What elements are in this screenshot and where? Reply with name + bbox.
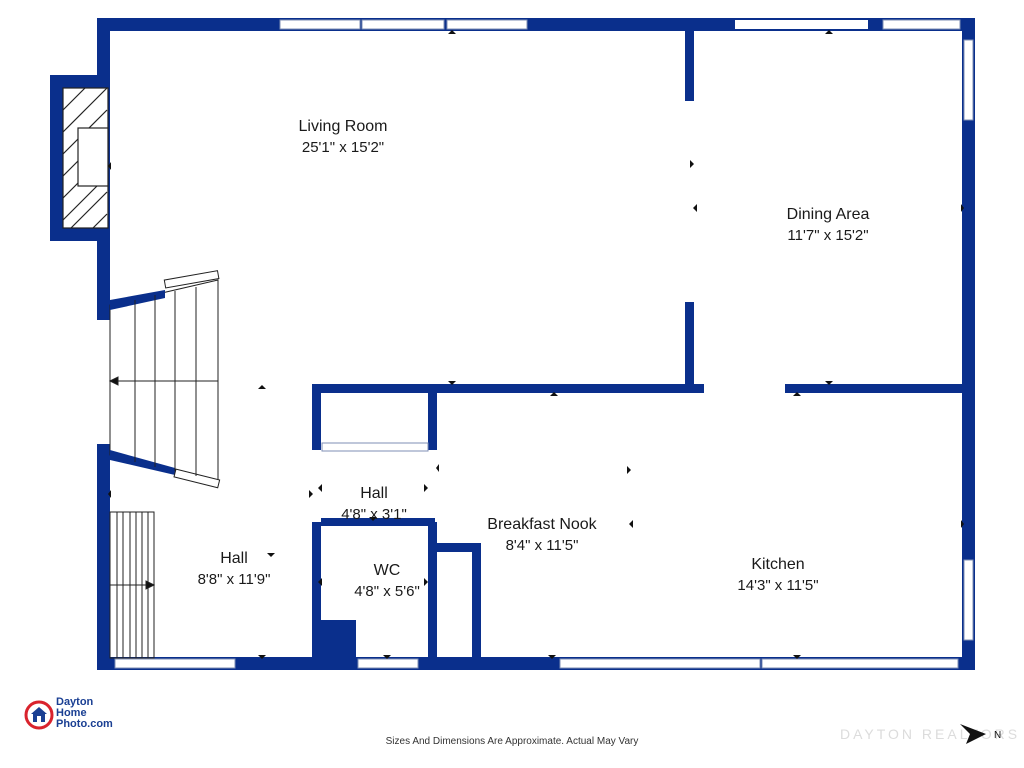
brand-logo-block: Dayton Home Photo.com bbox=[24, 697, 144, 737]
windows bbox=[99, 19, 974, 669]
door-markers bbox=[108, 30, 964, 659]
dining-area-dims: 11'7" x 15'2" bbox=[787, 227, 868, 244]
floor-plan: Living Room 25'1" x 15'2" Dining Area 11… bbox=[50, 18, 975, 670]
hall-main-dims: 8'8" x 11'9" bbox=[198, 571, 271, 588]
fireplace-hatch bbox=[62, 87, 109, 229]
home-logo-icon bbox=[24, 700, 54, 730]
north-label: N bbox=[994, 730, 1001, 741]
hall-small-dims: 4'8" x 3'1" bbox=[341, 506, 407, 523]
hall-main-name: Hall bbox=[220, 550, 248, 567]
wc-name: WC bbox=[374, 562, 401, 579]
kitchen-dims: 14'3" x 11'5" bbox=[737, 577, 818, 594]
brand-name: Dayton Home Photo.com bbox=[56, 697, 113, 730]
staircase bbox=[108, 270, 221, 489]
breakfast-nook-name: Breakfast Nook bbox=[487, 516, 597, 533]
living-room-name: Living Room bbox=[299, 118, 388, 135]
brand-line-1: Dayton bbox=[56, 696, 94, 708]
disclaimer-text: Sizes And Dimensions Are Approximate. Ac… bbox=[385, 736, 639, 747]
north-arrow-icon: N bbox=[960, 724, 1001, 744]
brand-line-2: Home bbox=[56, 707, 87, 719]
kitchen-name: Kitchen bbox=[751, 556, 804, 573]
small-staircase bbox=[109, 511, 156, 659]
breakfast-nook-dims: 8'4" x 11'5" bbox=[506, 537, 579, 554]
room-labels: Living Room 25'1" x 15'2" Dining Area 11… bbox=[198, 118, 870, 600]
wc-dims: 4'8" x 5'6" bbox=[354, 583, 420, 600]
hall-small-name: Hall bbox=[360, 485, 388, 502]
brand-line-3: Photo.com bbox=[56, 718, 113, 730]
living-room-dims: 25'1" x 15'2" bbox=[302, 139, 384, 156]
dining-area-name: Dining Area bbox=[787, 206, 870, 223]
